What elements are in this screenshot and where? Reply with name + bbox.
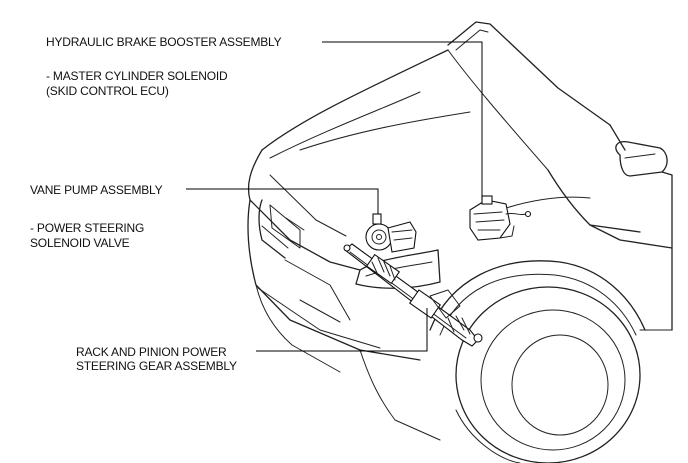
solenoid-valve-label: SOLENOID VALVE	[30, 236, 130, 250]
leader-rack-pinion	[256, 308, 428, 352]
vane-pump-part	[365, 213, 417, 253]
master-cylinder-solenoid-label: - MASTER CYLINDER SOLENOID	[46, 69, 228, 83]
brake-booster-part	[469, 195, 532, 241]
leader-vane-pump	[186, 188, 379, 214]
skid-control-ecu-label: (SKID CONTROL ECU)	[46, 84, 169, 98]
rack-pinion-label-line1: RACK AND PINION POWER	[76, 345, 227, 359]
power-steering-label: - POWER STEERING	[30, 221, 145, 235]
rack-and-pinion-part	[343, 243, 483, 347]
leader-brake-booster	[322, 41, 483, 200]
vehicle-body-outline	[247, 21, 673, 463]
rack-pinion-label-line2: STEERING GEAR ASSEMBLY	[76, 359, 237, 373]
brake-booster-label: HYDRAULIC BRAKE BOOSTER ASSEMBLY	[46, 35, 282, 49]
vane-pump-label: VANE PUMP ASSEMBLY	[30, 183, 163, 197]
leader-lines	[186, 41, 483, 352]
